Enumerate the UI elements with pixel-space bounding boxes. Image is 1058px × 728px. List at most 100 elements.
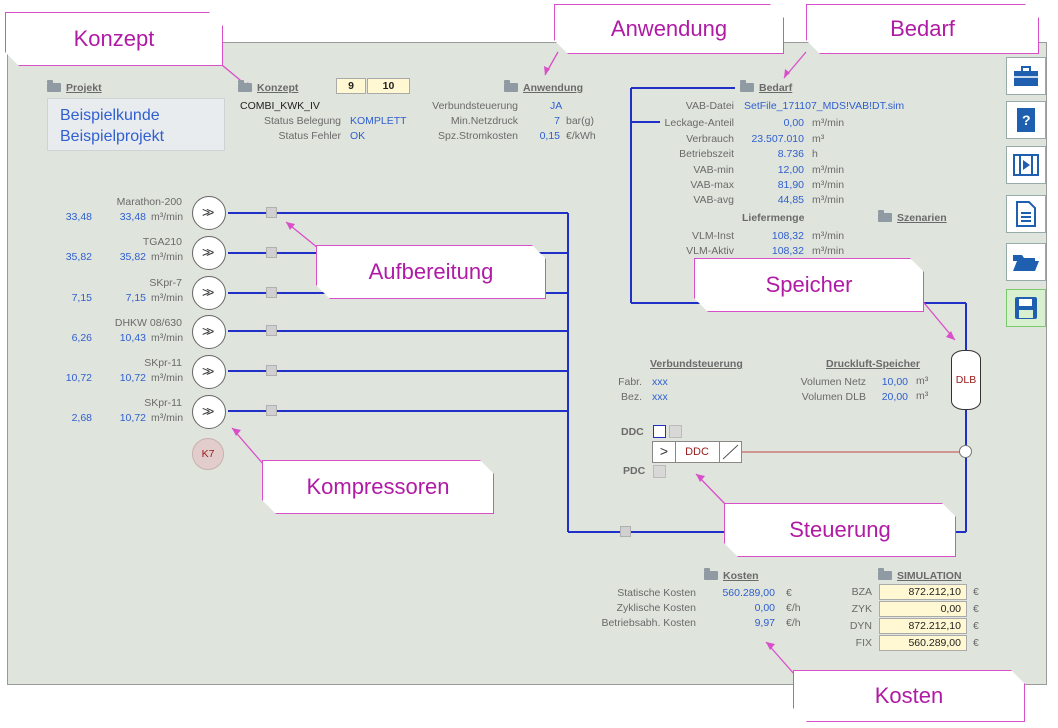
volumen-netz-value: 10,00 — [881, 376, 908, 388]
video-button[interactable] — [1006, 146, 1046, 184]
compressor-left-value: 6,26 — [71, 332, 92, 344]
anwendung-unit: €/kWh — [566, 130, 596, 142]
simulation-label: BZA — [851, 586, 872, 598]
bedarf-header[interactable]: Bedarf — [740, 80, 793, 94]
kosten-label: Zyklische Kosten — [616, 602, 696, 614]
anwendung-value: JA — [550, 100, 563, 112]
compressor-icon[interactable]: >> — [192, 395, 226, 429]
konzept-header-label: Konzept — [257, 82, 299, 94]
anwendung-header[interactable]: Anwendung — [504, 80, 583, 94]
valve-square[interactable] — [266, 247, 277, 258]
bedarf-label: VAB-max — [690, 179, 734, 191]
document-icon — [1016, 201, 1036, 227]
szenarien-header[interactable]: Szenarien — [878, 210, 947, 224]
kosten-header-label: Kosten — [723, 570, 759, 582]
folder-open-icon — [1013, 255, 1039, 271]
compressor-name: SKpr-11 — [144, 357, 182, 369]
k7-button[interactable]: K7 — [192, 438, 224, 470]
bedarf-header-label: Bedarf — [759, 82, 793, 94]
projekt-header[interactable]: Projekt — [47, 80, 102, 94]
folder-icon — [238, 80, 252, 92]
simulation-label: ZYK — [851, 603, 872, 615]
kosten-unit: €/h — [786, 617, 801, 629]
compressor-left-value: 10,72 — [65, 372, 92, 384]
compressor-icon[interactable]: >> — [192, 315, 226, 349]
bedarf-unit: m³/min — [812, 179, 845, 191]
compressor-icon[interactable]: >> — [192, 355, 226, 389]
kosten-value: 0,00 — [754, 602, 775, 614]
bedarf-label: Betriebszeit — [679, 148, 734, 160]
junction-node — [959, 445, 972, 458]
ddc-checkbox[interactable] — [653, 425, 666, 438]
compressor-name: Marathon-200 — [116, 196, 182, 208]
pdc-checkbox[interactable] — [653, 465, 666, 478]
compressor-icon[interactable]: >> — [192, 196, 226, 230]
compressor-icon[interactable]: >> — [192, 276, 226, 310]
help-manual-button[interactable]: ? — [1006, 101, 1046, 139]
konzept-num1[interactable]: 9 — [336, 78, 366, 94]
anwendung-value: 7 — [554, 115, 560, 127]
bedarf-value: 44,85 — [777, 194, 804, 206]
konzept-header[interactable]: Konzept — [238, 80, 299, 94]
valve-square[interactable] — [620, 526, 631, 537]
bedarf-unit: h — [812, 148, 818, 160]
anwendung-label: Min.Netzdruck — [450, 115, 518, 127]
bedarf-unit: m³/min — [812, 194, 845, 206]
simulation-value[interactable]: 872.212,10 — [879, 584, 967, 600]
fabr-label: Fabr. — [618, 376, 642, 388]
simulation-header[interactable]: SIMULATION — [878, 568, 962, 582]
chevron-right-icon: > — [653, 442, 676, 462]
volumen-dlb-label: Volumen DLB — [801, 391, 866, 403]
callout-speicher: Speicher — [694, 258, 924, 312]
compressor-unit: m³/min — [151, 292, 184, 304]
druckluft-speicher-header: Druckluft-Speicher — [826, 358, 920, 370]
projekt-box[interactable]: Beispielkunde Beispielprojekt — [47, 98, 225, 151]
ddc-controller[interactable]: > DDC — [652, 441, 742, 463]
compressor-unit: m³/min — [151, 211, 184, 223]
callout-anwendung: Anwendung — [554, 4, 784, 54]
projekt-header-label: Projekt — [66, 82, 102, 94]
compressor-name: TGA210 — [142, 236, 182, 248]
video-icon — [1013, 154, 1039, 176]
simulation-unit: € — [973, 603, 979, 615]
liefer-unit: m³/min — [812, 245, 845, 257]
folder-icon — [704, 568, 718, 580]
callout-aufbereitung: Aufbereitung — [316, 245, 546, 299]
vab-datei-label: VAB-Datei — [685, 100, 734, 112]
liefer-value: 108,32 — [771, 230, 804, 242]
status-fehler-label: Status Fehler — [278, 130, 341, 142]
folder-icon — [740, 80, 754, 92]
anwendung-label: Spz.Stromkosten — [438, 130, 518, 142]
status-belegung-label: Status Belegung — [263, 115, 341, 127]
simulation-value[interactable]: 560.289,00 — [879, 635, 967, 651]
help-manual-icon: ? — [1017, 108, 1035, 132]
valve-square[interactable] — [266, 365, 277, 376]
valve-square[interactable] — [266, 287, 277, 298]
compressor-left-value: 35,82 — [65, 251, 92, 263]
valve-square[interactable] — [266, 405, 277, 416]
compressor-name: DHKW 08/630 — [114, 317, 182, 329]
projekt-name: Beispielprojekt — [60, 128, 165, 145]
status-fehler-value: OK — [350, 130, 366, 142]
simulation-label: FIX — [855, 637, 872, 649]
bedarf-value: 81,90 — [777, 179, 804, 191]
save-button[interactable] — [1006, 289, 1046, 327]
konzept-num2[interactable]: 10 — [367, 78, 410, 94]
vab-datei-value[interactable]: SetFile_171107_MDS!VAB!DT.sim — [744, 100, 905, 112]
valve-square[interactable] — [266, 325, 277, 336]
simulation-unit: € — [973, 620, 979, 632]
compressor-icon[interactable]: >> — [192, 236, 226, 270]
compressor-unit: m³/min — [151, 372, 184, 384]
kosten-header[interactable]: Kosten — [704, 568, 759, 582]
document-button[interactable] — [1006, 195, 1046, 233]
open-folder-button[interactable] — [1006, 243, 1046, 281]
compressor-value: 10,43 — [119, 332, 146, 344]
ddc-checkbox-2[interactable] — [669, 425, 682, 438]
simulation-value[interactable]: 872.212,10 — [879, 618, 967, 634]
compressor-name: SKpr-7 — [149, 277, 182, 289]
dlb-tank[interactable]: DLB — [951, 350, 981, 410]
liefer-value: 108,32 — [771, 245, 804, 257]
valve-square[interactable] — [266, 207, 277, 218]
simulation-value[interactable]: 0,00 — [879, 601, 967, 617]
toolbox-button[interactable] — [1006, 57, 1046, 95]
